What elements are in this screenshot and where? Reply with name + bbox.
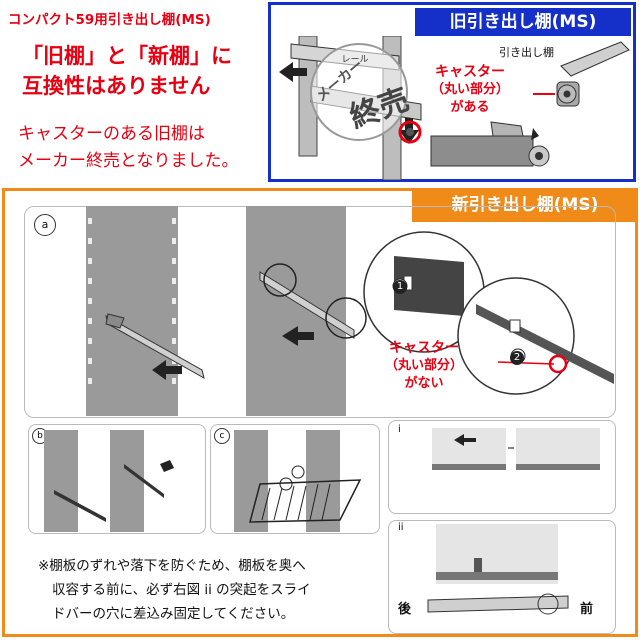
front-label: 前 (580, 602, 594, 617)
step-ii-illustration (427, 524, 569, 615)
step-b-illustration (44, 430, 174, 532)
old-caster-label-3: がある (450, 100, 490, 115)
install-note-line-3: ドバーの穴に差込み固定してください。 (52, 606, 295, 622)
new-caster-label-1: キャスター (389, 340, 459, 356)
step-c-illustration (234, 430, 362, 532)
old-caster-label-1: キャスター (435, 64, 505, 80)
new-caster-label-3: がない (404, 376, 444, 391)
callout-2: 2 (510, 351, 524, 365)
rail-label: レール (341, 55, 368, 65)
old-caster-label-2: （丸い部分） (430, 82, 509, 97)
new-drawer-header: 新引き出し棚(MS) (412, 188, 638, 222)
new-caster-label-2: （丸い部分） (384, 358, 463, 373)
step-i-badge: i (398, 424, 401, 435)
old-drawer-header: 旧引き出し棚(MS) (415, 8, 631, 36)
drawer-label: 引き出し棚 (499, 45, 554, 59)
discontinued-note-2: メーカー終売となりました。 (18, 151, 239, 171)
old-drawer-panel (268, 2, 636, 182)
step-a-illustration (86, 206, 614, 416)
step-b-frame (28, 424, 206, 534)
compat-line-1: 「旧棚」と「新棚」に (22, 44, 232, 68)
step-ii-frame (388, 520, 616, 634)
step-c-frame (210, 424, 380, 534)
old-drawer-illustration: レール メーカー 終売 引き出し棚 (279, 36, 630, 180)
step-c-badge: c (214, 428, 230, 444)
callout-1: 1 (393, 280, 407, 294)
compat-line-2: 互換性はありません (22, 74, 211, 98)
install-note-line-1: ※棚板のずれや落下を防ぐため、棚板を奥へ (38, 558, 306, 574)
step-a-badge: a (34, 214, 56, 236)
step-ii-badge: ii (398, 522, 404, 533)
install-note-line-2: 収容する前に、必ず右図 ii の突起をスライ (52, 582, 311, 598)
rear-label: 後 (398, 602, 412, 617)
intro-heading: コンパクト59用引き出し棚(MS) (8, 12, 211, 28)
step-i-illustration (432, 428, 600, 470)
new-drawer-panel (2, 188, 638, 637)
step-i-frame (388, 420, 616, 514)
discontinued-note-1: キャスターのある旧棚は (18, 124, 205, 144)
